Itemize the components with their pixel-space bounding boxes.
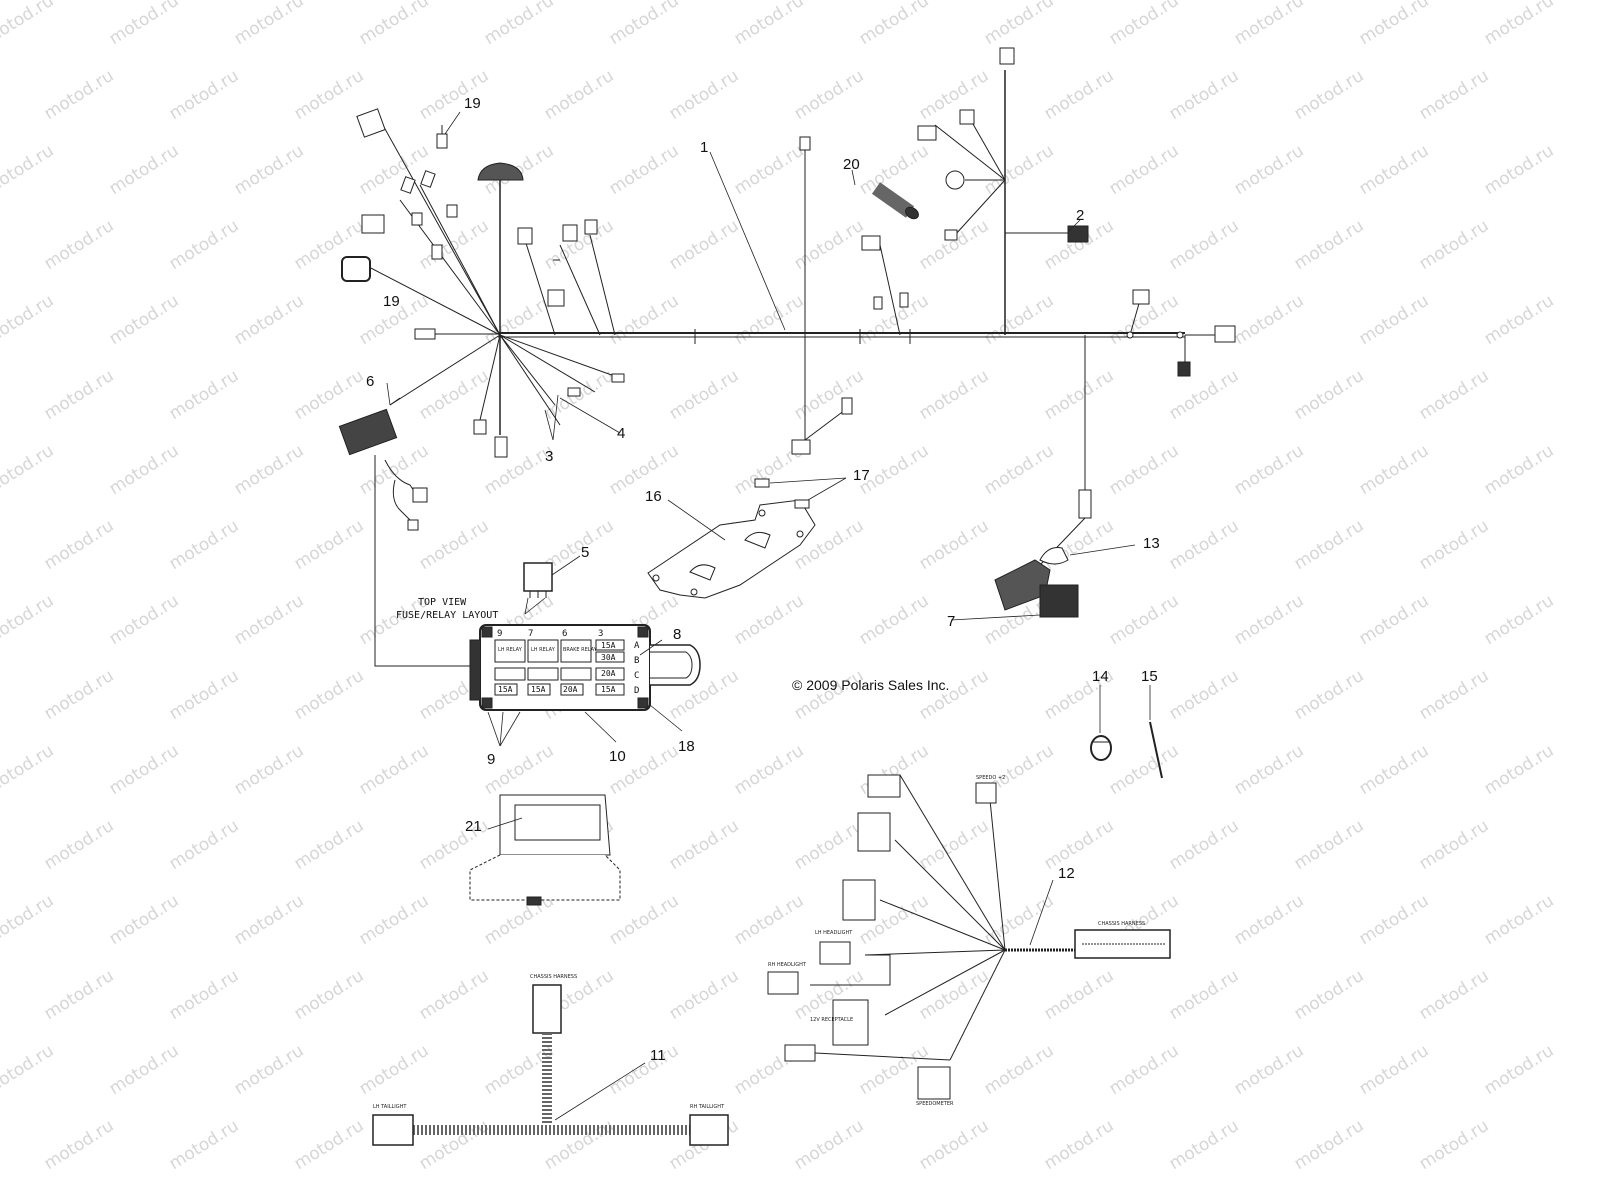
fuse-row-b: B	[634, 656, 640, 666]
switch-item-7-13	[994, 547, 1079, 618]
h12-label-speedometer: SPEEDOMETER	[916, 1101, 954, 1107]
relay-item-5	[523, 562, 553, 598]
bracket-item-16	[647, 478, 816, 599]
fuse-box-title-1: TOP VIEW	[418, 597, 467, 608]
fuse-col-3: 3	[598, 629, 604, 639]
rear-harness-item-11	[372, 984, 729, 1146]
callout-21: 21	[465, 818, 482, 835]
callout-4: 4	[617, 425, 626, 442]
callout-8: 8	[673, 626, 682, 643]
callout-16: 16	[645, 488, 662, 505]
fuse-col-6: 6	[562, 629, 568, 639]
fuse-row-d: D	[634, 686, 640, 696]
callout-1: 1	[700, 139, 709, 156]
h12-label-chassis: CHASSIS HARNESS	[1098, 921, 1146, 927]
callout-14: 14	[1092, 668, 1109, 685]
callout-6: 6	[366, 373, 375, 390]
parts-items-14-15	[1090, 721, 1163, 779]
h12-label-rh-headlight: RH HEADLIGHT	[768, 962, 806, 968]
h12-label-lh-headlight: LH HEADLIGHT	[815, 930, 853, 936]
callout-5: 5	[581, 544, 590, 561]
callout-15: 15	[1141, 668, 1158, 685]
relay-label-3: BRAKE RELAY	[563, 647, 597, 653]
callout-7: 7	[947, 613, 956, 630]
dash-harness-item-12	[767, 774, 1171, 1100]
callout-11: 11	[650, 1047, 666, 1064]
fuse-relay-box	[469, 624, 701, 711]
callout-19-top: 19	[464, 95, 481, 112]
callout-18: 18	[678, 738, 695, 755]
h12-label-speedo: SPEEDO +2	[976, 775, 1006, 781]
callout-20: 20	[843, 156, 860, 173]
callout-19-lower: 19	[383, 293, 400, 310]
callout-9: 9	[487, 751, 496, 768]
fuse-value-1: 15A	[601, 641, 616, 650]
decal-item-21	[469, 794, 621, 906]
fuse-value-2: 30A	[601, 653, 616, 662]
callout-3: 3	[545, 448, 554, 465]
fuse-value-4: 15A	[498, 685, 513, 694]
relay-label-2: LH RELAY	[531, 647, 555, 653]
main-harness	[341, 47, 1236, 566]
fuse-value-7: 15A	[601, 685, 616, 694]
callout-2: 2	[1076, 207, 1085, 224]
copyright-notice: © 2009 Polaris Sales Inc.	[792, 677, 950, 693]
module-item-6	[338, 397, 475, 667]
tube-item-20	[871, 182, 919, 220]
h11-label-lh-taillight: LH TAILLIGHT	[373, 1104, 407, 1110]
h11-label-chassis: CHASSIS HARNESS	[530, 974, 578, 980]
relay-label-1: LH RELAY	[498, 647, 522, 653]
callout-17: 17	[853, 467, 870, 484]
h11-label-rh-taillight: RH TAILLIGHT	[690, 1104, 725, 1110]
fuse-col-7: 7	[528, 629, 534, 639]
callout-13: 13	[1143, 535, 1160, 552]
h12-label-receptacle: 12V RECEPTACLE	[810, 1017, 854, 1023]
fuse-row-a: A	[634, 641, 640, 651]
callout-12: 12	[1058, 865, 1075, 882]
fuse-row-c: C	[634, 671, 640, 681]
fuse-box-title-2: FUSE/RELAY LAYOUT	[396, 610, 499, 621]
leader-lines	[386, 111, 1151, 1121]
fuse-value-5: 15A	[531, 685, 546, 694]
callout-10: 10	[609, 748, 626, 765]
fuse-value-6: 20A	[563, 685, 578, 694]
fuse-col-9: 9	[497, 629, 503, 639]
fuse-value-3: 20A	[601, 669, 616, 678]
